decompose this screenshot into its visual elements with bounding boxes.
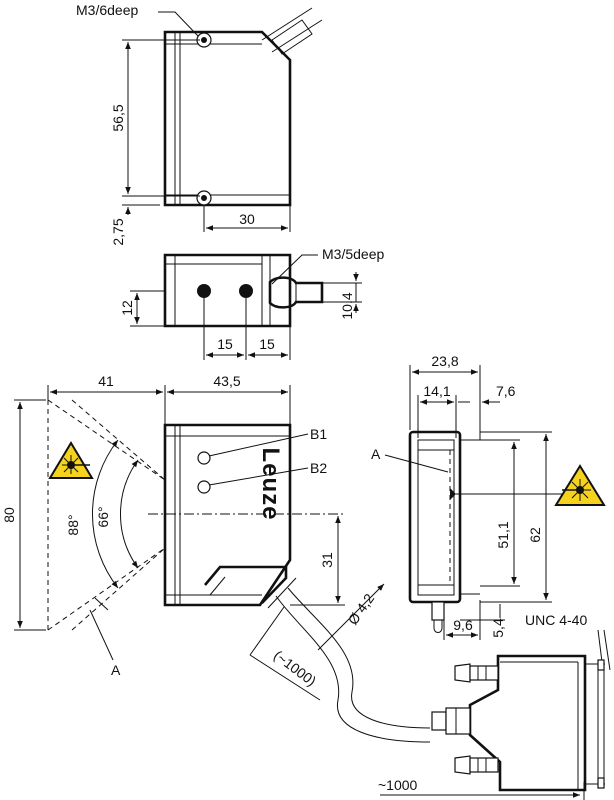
dim-9-6: 9,6 bbox=[453, 617, 473, 633]
label-a-left: A bbox=[111, 662, 121, 678]
dim-41: 41 bbox=[98, 373, 114, 389]
dim-23-8: 23,8 bbox=[431, 353, 458, 369]
laser-warning-icon bbox=[48, 441, 94, 479]
dim-10-4: 10,4 bbox=[339, 292, 355, 319]
dim-14-1: 14,1 bbox=[423, 383, 450, 399]
angle-66: 66° bbox=[95, 506, 111, 527]
dim-15-b: 15 bbox=[259, 336, 275, 352]
led-b1 bbox=[197, 451, 211, 465]
dim-56-5: 56,5 bbox=[110, 104, 126, 131]
dim-62: 62 bbox=[527, 527, 543, 543]
dim-12: 12 bbox=[119, 300, 135, 316]
dim-80: 80 bbox=[1, 507, 17, 523]
dim-43-5: 43,5 bbox=[213, 373, 240, 389]
label-a-right: A bbox=[371, 446, 381, 462]
dim-31: 31 bbox=[319, 552, 335, 568]
label-unc: UNC 4-40 bbox=[525, 612, 587, 628]
dim-15-a: 15 bbox=[217, 336, 233, 352]
pin bbox=[454, 663, 499, 683]
laser-warning-icon bbox=[554, 464, 606, 506]
led-b2 bbox=[197, 480, 211, 494]
pin bbox=[454, 755, 499, 775]
dim-30: 30 bbox=[239, 211, 255, 227]
dim-5-4: 5,4 bbox=[490, 618, 506, 638]
label-b2: B2 bbox=[310, 460, 327, 476]
angle-88: 88° bbox=[65, 514, 81, 535]
rear-view: A 23,8 14,1 7,6 51,1 62 9,6 5,4 bbox=[371, 353, 611, 671]
mount-hole bbox=[239, 284, 253, 298]
top-view: M3/6deep 56,5 2,75 30 bbox=[76, 2, 323, 246]
thread-label-top: M3/6deep bbox=[76, 2, 138, 18]
thread-label-mid: M3/5deep bbox=[322, 246, 384, 262]
mount-hole bbox=[197, 284, 211, 298]
dim-2-75: 2,75 bbox=[110, 218, 126, 245]
label-b1: B1 bbox=[310, 426, 327, 442]
connector-view: ~1000 bbox=[378, 654, 605, 800]
brand-logo: Leuze bbox=[257, 447, 284, 520]
dim-7-6: 7,6 bbox=[496, 383, 516, 399]
dim-cable-1000-a: (~1000) bbox=[271, 647, 319, 689]
bottom-view: M3/5deep 12 15 15 10,4 bbox=[119, 246, 384, 360]
dim-51-1: 51,1 bbox=[495, 521, 511, 548]
dim-cable-1000-b: ~1000 bbox=[378, 777, 418, 793]
side-view: Leuze B1 B2 88° 66° A 41 43,5 bbox=[1, 373, 431, 743]
